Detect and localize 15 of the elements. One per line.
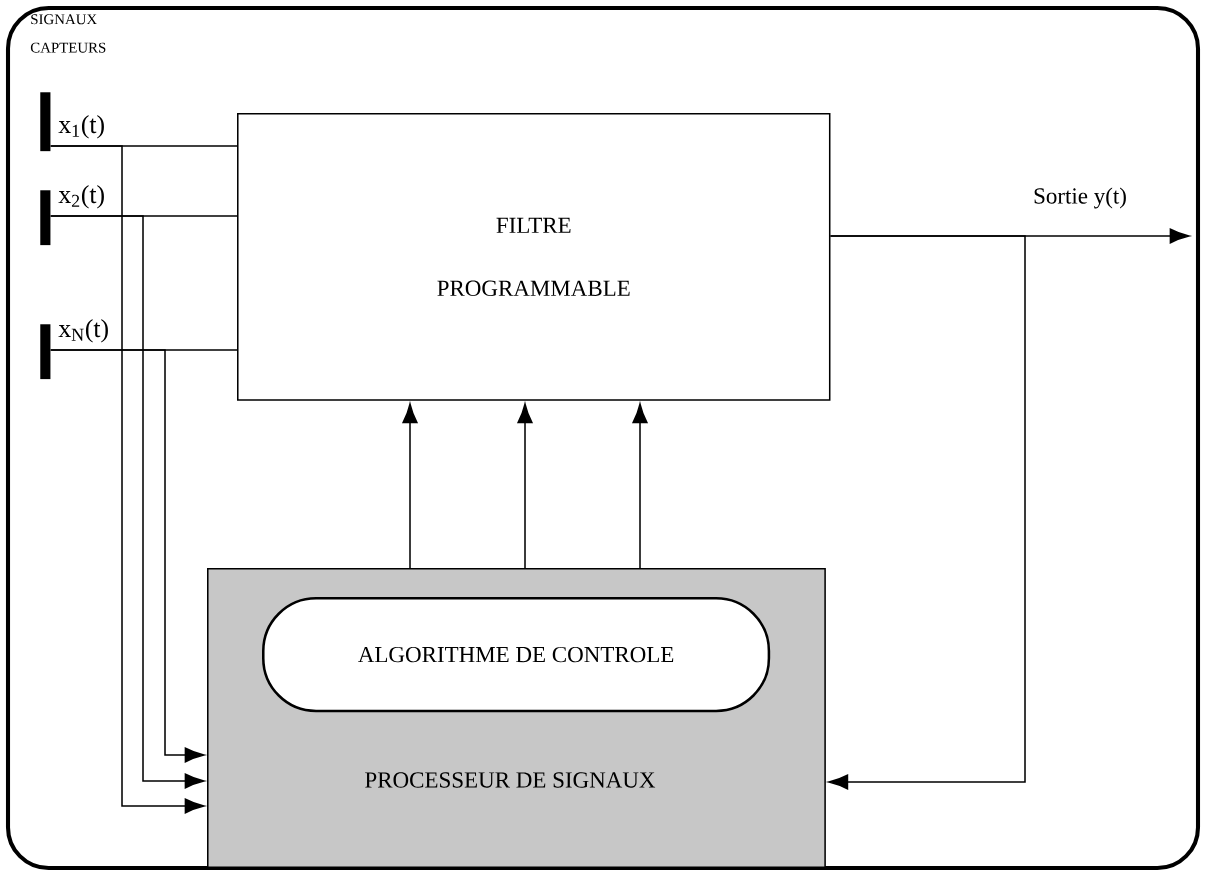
node-label: x$_{1}$(t) <box>58 115 104 139</box>
filter-box: FILTRE PROGRAMMABLE <box>237 113 831 401</box>
sensor-terminal: x$_{2}$(t) <box>40 185 104 246</box>
sensor-terminal: x$_{1}$(t) <box>40 92 104 152</box>
arrow <box>402 403 418 569</box>
sensor-terminal: x$_{N}$(t) <box>40 319 108 380</box>
edge-label: Sortie y(t) <box>1031 186 1129 210</box>
algorithm-box: ALGORITHME DE CONTROLE <box>262 597 771 713</box>
arrow <box>828 235 1026 790</box>
arrow <box>49 349 205 763</box>
node-label: x$_{N}$(t) <box>58 319 108 343</box>
heading-text: SIGNAUX CAPTEURS <box>30 14 106 53</box>
node-label: x$_{2}$(t) <box>58 185 104 209</box>
arrow <box>517 403 533 569</box>
arrow <box>632 403 648 569</box>
